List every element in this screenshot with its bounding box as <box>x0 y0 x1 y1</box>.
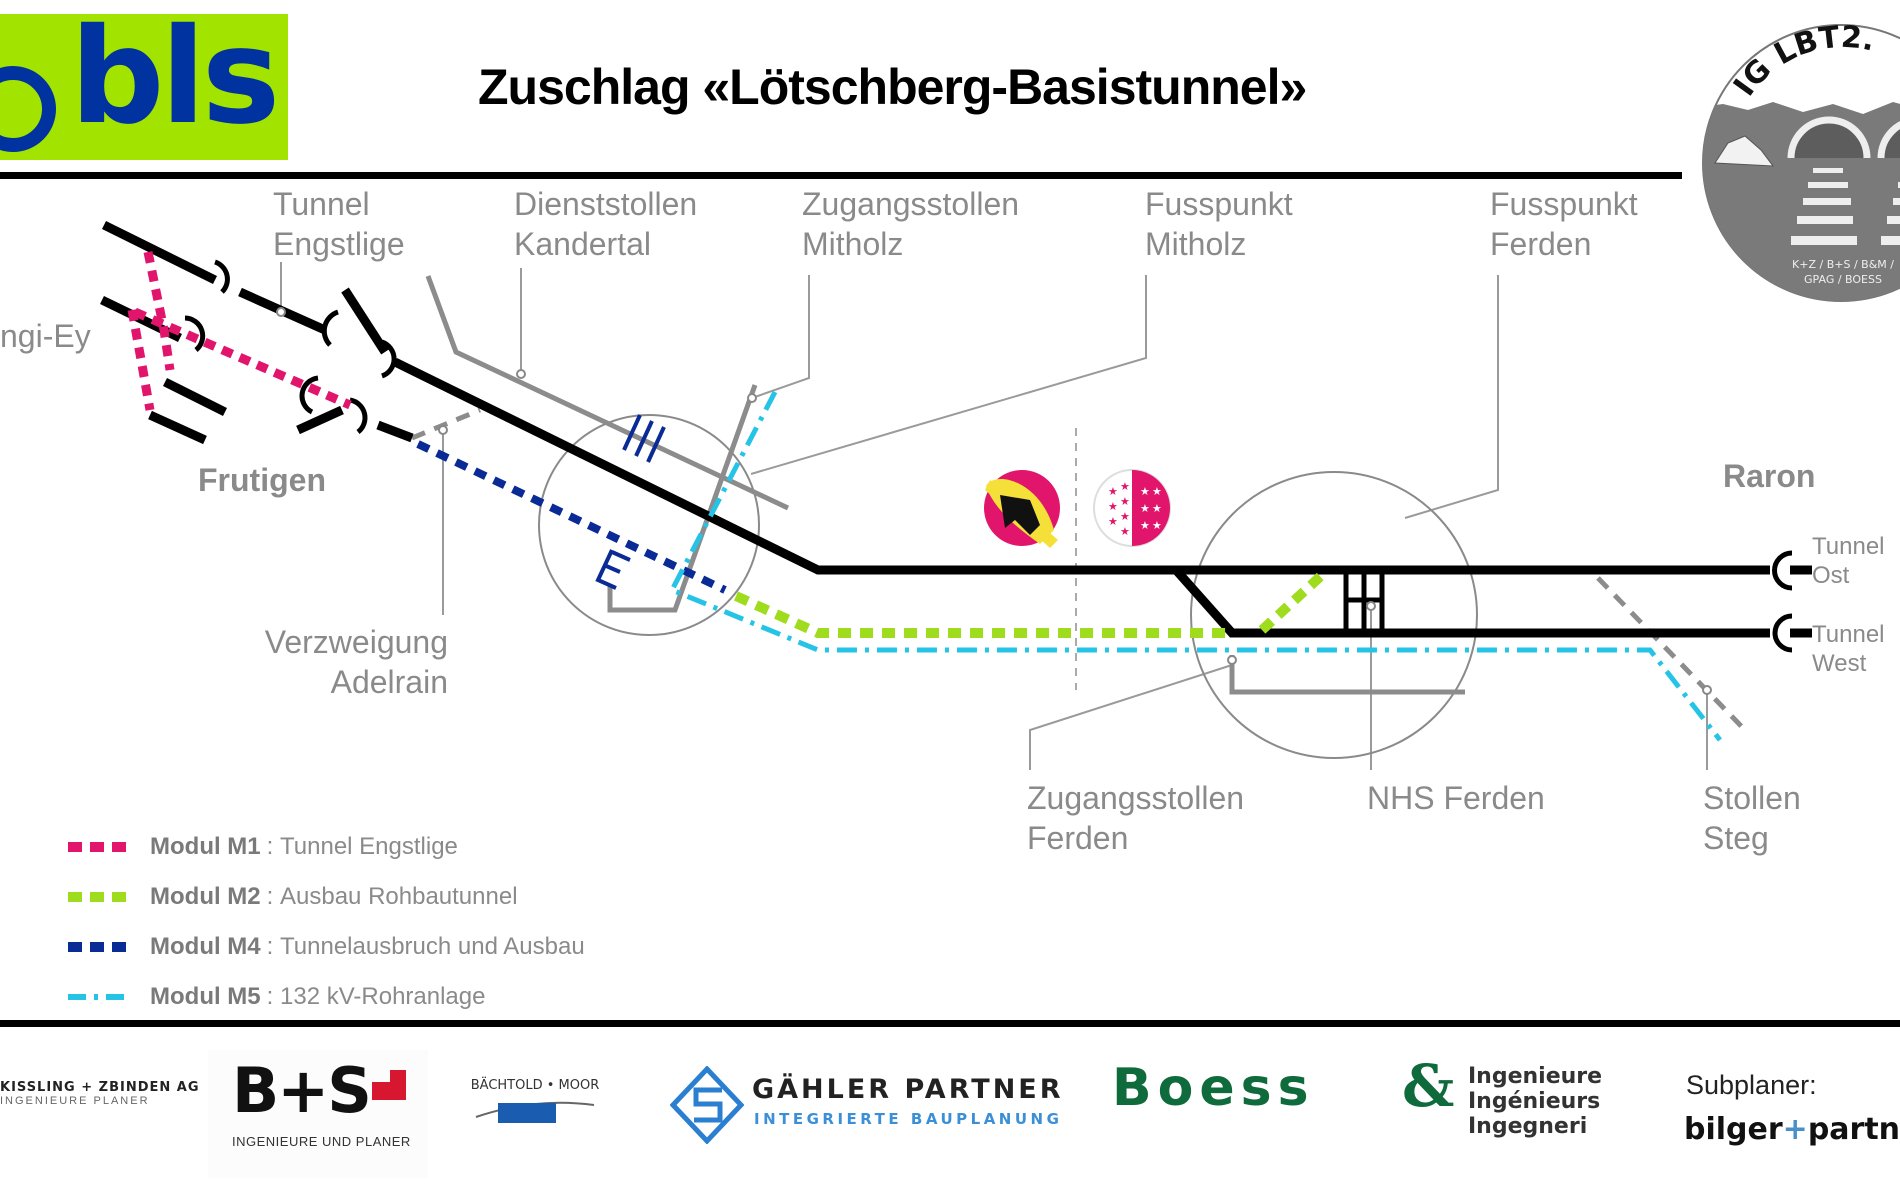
page-title: Zuschlag «Lötschberg-Basistunnel» <box>478 59 1307 115</box>
svg-text:★: ★ <box>1140 519 1150 532</box>
ig-lbt2-badge: IG LBT2. K+Z / B+S / B&M / GPAG / BOESS <box>1702 20 1900 302</box>
label-raron: Raron <box>1723 458 1816 494</box>
svg-text:★: ★ <box>1152 502 1162 515</box>
legend-item-m2: Modul M2: Ausbau Rohbautunnel <box>68 882 518 912</box>
bls-logo-text: bls <box>70 14 280 154</box>
logo-b-plus-s: B+S INGENIEURE UND PLANER <box>208 1050 428 1178</box>
leader-zugangsstollen-mitholz <box>751 275 810 399</box>
portal-icon-2 <box>184 315 206 352</box>
logo-bilger-partner: bilger+partner <box>1684 1112 1900 1147</box>
track-north-a <box>102 220 217 285</box>
legend-item-m5: Modul M5: 132 kV-Rohranlage <box>68 982 485 1012</box>
svg-text:★: ★ <box>1140 502 1150 515</box>
svg-text:★: ★ <box>1152 485 1162 498</box>
svg-text:★: ★ <box>1120 480 1130 493</box>
detail-circle-ferden <box>1190 471 1478 759</box>
label-nhs-ferden: NHS Ferden <box>1367 780 1545 816</box>
legend-swatch-m4 <box>68 942 128 952</box>
portal-icon-5 <box>299 375 319 415</box>
service-galleries <box>411 275 1747 732</box>
callout-lines <box>280 262 1708 770</box>
track-south-b <box>376 420 414 443</box>
svg-text:★: ★ <box>1108 500 1118 513</box>
label-frutigen: Frutigen <box>198 462 326 498</box>
stollen-steg-line <box>1596 576 1747 732</box>
svg-text:★: ★ <box>1120 525 1130 538</box>
svg-text:★: ★ <box>1140 485 1150 498</box>
dienststollen-kandertal-line <box>425 275 790 511</box>
baechtold-moor-arc-icon <box>475 1101 595 1123</box>
junction-nodes <box>276 307 1712 695</box>
portal-symbols <box>184 259 1812 653</box>
m4-cavern-icon <box>595 414 666 590</box>
footer-divider <box>0 1020 1900 1027</box>
track-branch <box>341 287 389 355</box>
tunnel-diagram: ★★★ ★★★★ ★★★★★★ <box>100 220 1812 770</box>
leader-fusspunkt-mitholz <box>750 275 1147 475</box>
track-stub-2 <box>148 410 207 445</box>
rail-tracks-icon <box>1791 168 1900 245</box>
track-stub-3 <box>296 405 344 435</box>
detail-circle-mitholz <box>538 414 760 636</box>
wallis-coat-of-arms-icon: ★★★ ★★★★ ★★★★★★ <box>1093 469 1171 547</box>
legend-item-m1: Modul M1: Tunnel Engstlige <box>68 832 458 862</box>
portal-icon-tunnel-ost <box>1772 550 1793 591</box>
gaehler-diamond-icon <box>670 1066 744 1144</box>
ampersand-icon: & <box>1402 1052 1455 1120</box>
portal-icon-3 <box>321 309 339 347</box>
logo-kissling-zbinden: KISSLING + ZBINDEN AG INGENIEURE PLANER <box>0 1080 200 1107</box>
module-m4-route <box>416 440 727 594</box>
zugangsstollen-ferden-line <box>1229 655 1465 695</box>
module-m1-route <box>127 251 352 411</box>
portal-icon-6 <box>349 397 368 434</box>
svg-text:★: ★ <box>1120 495 1130 508</box>
rock-icon <box>1714 135 1775 167</box>
module-m5-route <box>668 390 1722 742</box>
main-tracks <box>100 220 1770 638</box>
bern-coat-of-arms-icon <box>984 470 1060 548</box>
label-engi-ey: ngi-Ey <box>0 318 91 354</box>
tunnel-portal-right-icon <box>1877 116 1900 159</box>
svg-text:★: ★ <box>1108 515 1118 528</box>
track-stub-1 <box>162 377 228 417</box>
subplaner-label: Subplaner: <box>1686 1070 1817 1100</box>
badge-members-line2: GPAG / BOESS <box>1804 273 1882 286</box>
legend-item-m4: Modul M4: Tunnelausbruch und Ausbau <box>68 932 585 962</box>
portal-icon-tunnel-west <box>1772 613 1793 653</box>
track-west-tube <box>1172 567 1770 638</box>
verzweigung-gallery <box>411 407 481 441</box>
tunnel-portal-left-icon <box>1787 116 1871 159</box>
header-divider <box>0 172 1682 179</box>
legend-swatch-m2 <box>68 892 128 902</box>
leader-fusspunkt-ferden <box>1404 275 1499 519</box>
track-east-tube <box>393 357 1770 575</box>
svg-text:★: ★ <box>1108 485 1118 498</box>
leader-zugangsstollen-ferden <box>1029 664 1233 770</box>
badge-members-line1: K+Z / B+S / B&M / <box>1792 258 1894 271</box>
svg-text:★: ★ <box>1120 510 1130 523</box>
module-m2-route <box>733 571 1326 638</box>
portal-icon-4 <box>380 339 397 379</box>
legend-swatch-m5 <box>68 994 128 1000</box>
logo-boess: Boess <box>1112 1058 1315 1118</box>
zugangsstollen-mitholz-line <box>607 384 758 613</box>
legend-swatch-m1 <box>68 842 128 852</box>
svg-text:★: ★ <box>1152 519 1162 532</box>
portal-icon-1 <box>214 259 230 294</box>
mountain-silhouette <box>1703 100 1900 301</box>
logo-baechtold-moor: BÄCHTOLD • MOOR <box>470 1078 600 1134</box>
bls-logo: bls <box>0 14 288 160</box>
